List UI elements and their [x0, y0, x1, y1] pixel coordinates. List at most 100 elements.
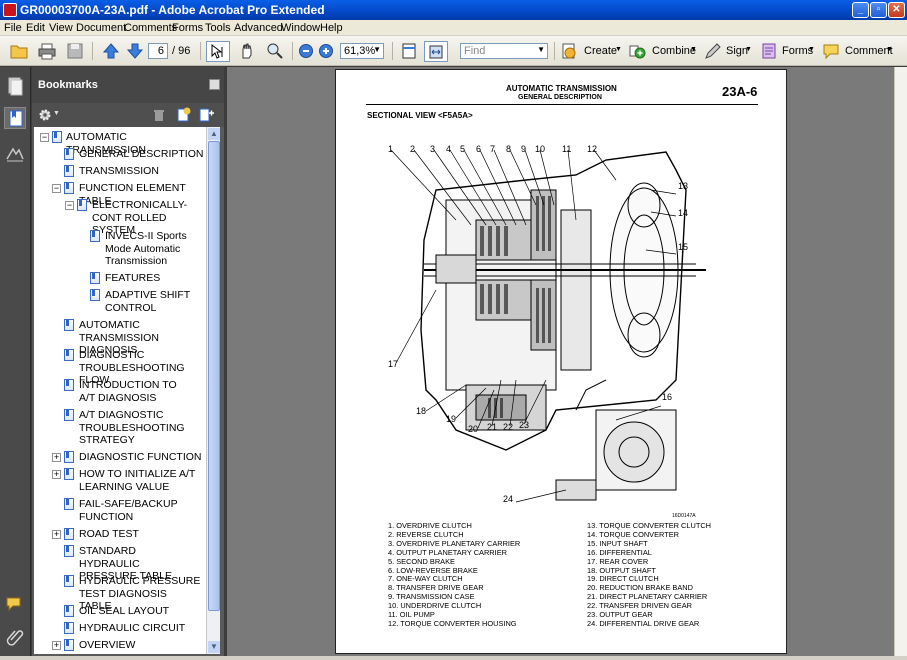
delete-trash-icon[interactable] [152, 108, 166, 122]
bookmark-item[interactable]: HOW TO INITIALIZE A/T LEARNING VALUE [79, 468, 196, 493]
expand-toggle[interactable]: + [52, 529, 61, 539]
menu-tools[interactable]: Tools [205, 22, 231, 34]
menu-advanced[interactable]: Advanced [234, 22, 283, 34]
zoom-in-icon[interactable] [318, 43, 334, 59]
window-title: GR00003700A-23A.pdf - Adobe Acrobat Pro … [20, 3, 325, 17]
page-number-input[interactable]: 6 [148, 43, 168, 59]
create-button[interactable]: Create [584, 45, 618, 57]
legend-entry: 14. TORQUE CONVERTER [587, 529, 679, 539]
create-pdf-icon[interactable] [560, 42, 578, 60]
scroll-up-icon[interactable]: ▲ [208, 128, 220, 140]
bookmark-item[interactable]: INVECS-II Sports Mode Automatic Transmis… [105, 230, 187, 267]
pdf-page: AUTOMATIC TRANSMISSION GENERAL DESCRIPTI… [335, 69, 787, 654]
bookmark-item[interactable]: GENERAL DESCRIPTION [79, 148, 204, 160]
bookmark-item[interactable]: AUTOMATIC TRANSMISSION [66, 131, 146, 156]
select-tool-button[interactable] [206, 41, 230, 62]
toolbar-separator [392, 42, 393, 60]
minimize-button[interactable]: _ [852, 2, 869, 18]
collapse-toggle[interactable]: − [40, 132, 49, 142]
close-button[interactable]: ✕ [888, 2, 905, 18]
bookmark-item[interactable]: OIL SEAL LAYOUT [79, 605, 170, 617]
collapse-panel-button[interactable] [209, 79, 220, 90]
next-page-icon[interactable] [126, 42, 144, 60]
print-icon[interactable] [38, 42, 56, 60]
bookmark-item[interactable]: ADAPTIVE SHIFT CONTROL [105, 289, 190, 314]
maximize-button[interactable]: ▫ [870, 2, 887, 18]
callout-label: 6 [476, 144, 482, 154]
collapse-toggle[interactable]: − [65, 200, 74, 210]
collapse-toggle[interactable]: − [52, 183, 61, 193]
bookmark-item[interactable]: A/T DIAGNOSTIC TROUBLESHOOTING STRATEGY [79, 409, 185, 446]
bookmarks-panel-button[interactable] [4, 107, 26, 129]
signatures-panel-icon[interactable] [4, 143, 26, 165]
bookmark-item[interactable]: DIAGNOSTIC TROUBLESHOOTING FLOW [79, 349, 185, 386]
status-bar [0, 656, 907, 660]
bookmark-icon [64, 409, 74, 421]
comments-panel-icon[interactable] [4, 593, 26, 615]
zoom-level-select[interactable]: 61,3% ▼ [340, 43, 384, 59]
bookmark-item[interactable]: TRANSMISSION [79, 165, 159, 177]
bookmarks-panel: Bookmarks ▼ − AUTOMATIC TRANSMISSION GEN… [32, 67, 224, 656]
bookmark-icon [52, 131, 62, 143]
menu-file[interactable]: File [4, 22, 22, 34]
sign-button[interactable]: Sign [726, 45, 749, 57]
hand-tool-icon[interactable] [238, 42, 256, 60]
fit-width-button[interactable] [424, 41, 448, 62]
bookmark-item[interactable]: AUTOMATIC TRANSMISSION DIAGNOSIS [79, 319, 159, 356]
forms-button[interactable]: Forms [782, 45, 814, 57]
bookmark-icon [77, 199, 87, 211]
bookmark-item[interactable]: HYDRAULIC PRESSURE TEST DIAGNOSIS TABLE [79, 575, 201, 612]
menu-help[interactable]: Help [320, 22, 343, 34]
expand-toggle[interactable]: + [52, 452, 61, 462]
bookmark-icon [64, 622, 74, 634]
menu-comments[interactable]: Comments [124, 22, 178, 34]
expand-toggle[interactable]: + [52, 640, 61, 650]
menu-document[interactable]: Document [76, 22, 127, 34]
combine-files-icon[interactable] [628, 42, 646, 60]
previous-page-icon[interactable] [102, 42, 120, 60]
menu-window[interactable]: Window [281, 22, 321, 34]
scroll-down-icon[interactable]: ▼ [208, 641, 220, 653]
menu-forms[interactable]: Forms [172, 22, 204, 34]
toolbar-separator [200, 42, 201, 60]
menu-view[interactable]: View [49, 22, 73, 34]
scrollbar-thumb[interactable] [208, 141, 220, 611]
bookmark-item[interactable]: DIAGNOSTIC FUNCTION [79, 451, 202, 463]
sign-pen-icon[interactable] [704, 42, 722, 60]
bookmark-item[interactable]: OVERVIEW [79, 639, 136, 651]
comment-button[interactable]: Comment [845, 45, 893, 57]
bookmark-item[interactable]: ELECTRONICALLY-CONT ROLLED SYSTEM [92, 199, 188, 236]
comment-bubble-icon[interactable] [822, 42, 840, 60]
fit-page-icon[interactable] [400, 42, 418, 60]
document-scrollbar[interactable] [894, 67, 907, 656]
attachments-paperclip-icon[interactable] [4, 625, 26, 647]
open-folder-icon[interactable] [10, 42, 28, 60]
new-bookmark-icon[interactable] [176, 107, 191, 122]
callout-label: 21 [487, 422, 498, 432]
zoom-tool-icon[interactable] [266, 42, 284, 60]
zoom-out-icon[interactable] [298, 43, 314, 59]
find-input[interactable]: Find ▼ [460, 43, 548, 59]
options-gear-icon[interactable] [38, 108, 52, 122]
bookmark-item[interactable]: HYDRAULIC CIRCUIT [79, 622, 186, 634]
bookmark-icon [64, 379, 74, 391]
callout-label: 1 [388, 144, 394, 154]
bookmark-item[interactable]: STANDARD HYDRAULIC PRESSURE TABLE [79, 545, 172, 582]
bookmarks-scrollbar[interactable]: ▲ ▼ [206, 127, 220, 654]
bookmark-item[interactable]: ROAD TEST [79, 528, 139, 540]
bookmark-item[interactable]: FUNCTION ELEMENT TABLE [79, 182, 186, 207]
pages-panel-icon[interactable] [4, 75, 26, 97]
legend-entry: 12. TORQUE CONVERTER HOUSING [388, 618, 517, 628]
legend-entry: 2. REVERSE CLUTCH [388, 529, 464, 539]
expand-toggle[interactable]: + [52, 469, 61, 479]
menu-edit[interactable]: Edit [26, 22, 45, 34]
forms-icon[interactable] [760, 42, 778, 60]
bookmark-item[interactable]: INTRODUCTION TO A/T DIAGNOSIS [79, 379, 177, 404]
callout-label: 23 [519, 420, 530, 430]
expand-bookmark-icon[interactable] [198, 107, 215, 122]
bookmark-item[interactable]: FAIL-SAFE/BACKUP FUNCTION [79, 498, 178, 523]
save-icon[interactable] [66, 42, 84, 60]
combine-button[interactable]: Combine [652, 45, 697, 57]
callout-label: 16 [662, 392, 673, 402]
bookmark-item[interactable]: FEATURES [105, 272, 161, 284]
